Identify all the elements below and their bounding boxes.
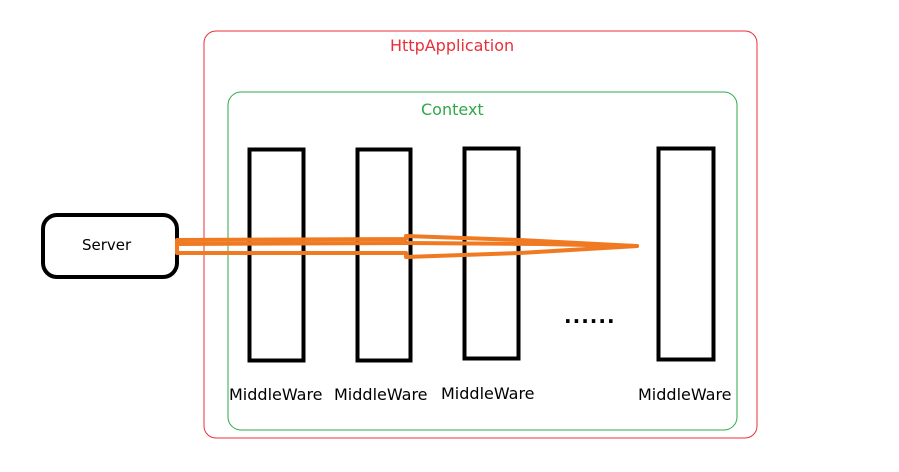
server-label: Server xyxy=(82,236,132,254)
request-flow-outer-pipe xyxy=(175,234,639,259)
middleware-label-2: MiddleWare xyxy=(334,385,428,404)
context-frame xyxy=(227,91,738,431)
more-middlewares-ellipsis: ...... xyxy=(564,304,616,328)
middleware-label-1: MiddleWare xyxy=(229,385,323,404)
http-application-title: HttpApplication xyxy=(390,36,515,55)
middleware-box-4 xyxy=(656,146,716,362)
context-title: Context xyxy=(421,100,484,119)
middleware-label-4: MiddleWare xyxy=(638,385,732,404)
middleware-label-3: MiddleWare xyxy=(441,384,535,403)
http-application-frame xyxy=(203,30,758,439)
request-flow-inner-line xyxy=(175,241,639,248)
request-flow-arrow xyxy=(175,234,639,259)
